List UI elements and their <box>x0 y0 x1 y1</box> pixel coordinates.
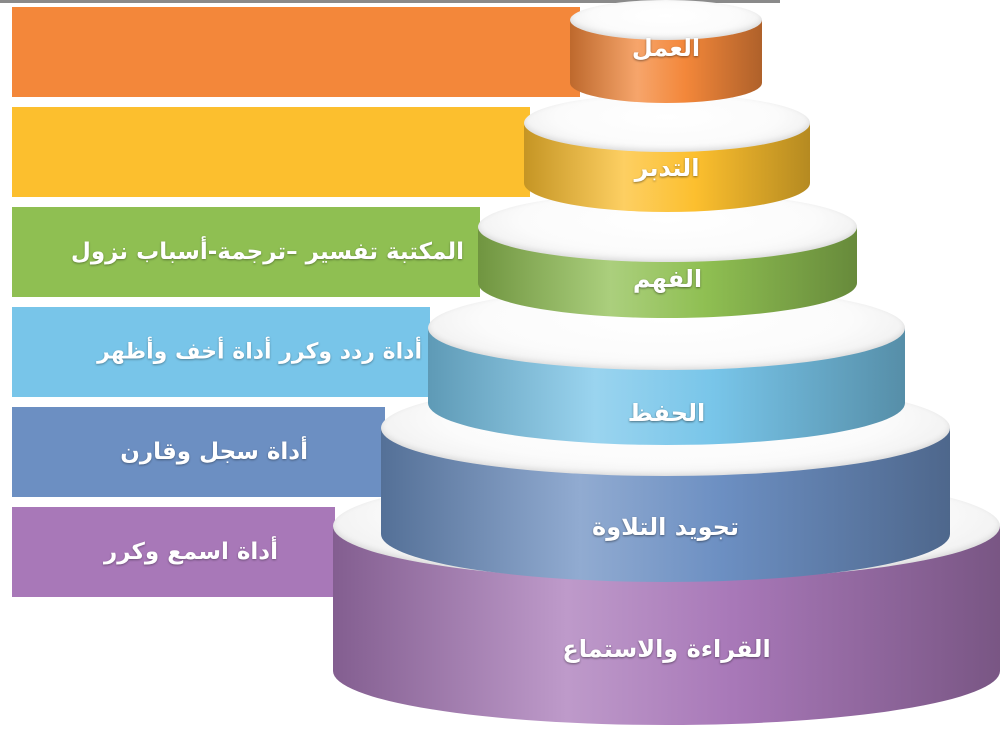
disc-label-work: العمل <box>631 34 701 62</box>
disc-level-work: العمل <box>570 0 762 103</box>
disc-top <box>524 94 810 152</box>
disc-level-contemplation: التدبر <box>524 94 810 212</box>
bar-level-reading: أداة اسمع وكرر <box>12 507 335 597</box>
disc-label-reading: القراءة والاستماع <box>562 635 771 663</box>
bar-level-work <box>12 7 580 97</box>
bar-level-contemplation <box>12 107 530 197</box>
bar-note-reading: أداة اسمع وكرر <box>103 539 278 565</box>
bar-note-memorization: أداة ردد وكرر أداة أخف وأظهر <box>97 339 422 365</box>
bar-level-understanding: المكتبة تفسير –ترجمة-أسباب نزول <box>12 207 480 297</box>
disc-top <box>570 0 762 40</box>
disc-label-understanding: الفهم <box>632 265 703 293</box>
disc-label-tajweed: تجويد التلاوة <box>592 513 739 541</box>
bar-note-understanding: المكتبة تفسير –ترجمة-أسباب نزول <box>70 239 464 265</box>
disc-label-memorization: الحفظ <box>627 399 706 427</box>
disc-level-understanding: الفهم <box>478 192 857 318</box>
disc-label-contemplation: التدبر <box>634 154 700 182</box>
bar-level-tajweed: أداة سجل وقارن <box>12 407 385 497</box>
bar-note-tajweed: أداة سجل وقارن <box>120 439 308 465</box>
top-divider-line <box>0 0 780 3</box>
bar-level-memorization: أداة ردد وكرر أداة أخف وأظهر <box>12 307 430 397</box>
